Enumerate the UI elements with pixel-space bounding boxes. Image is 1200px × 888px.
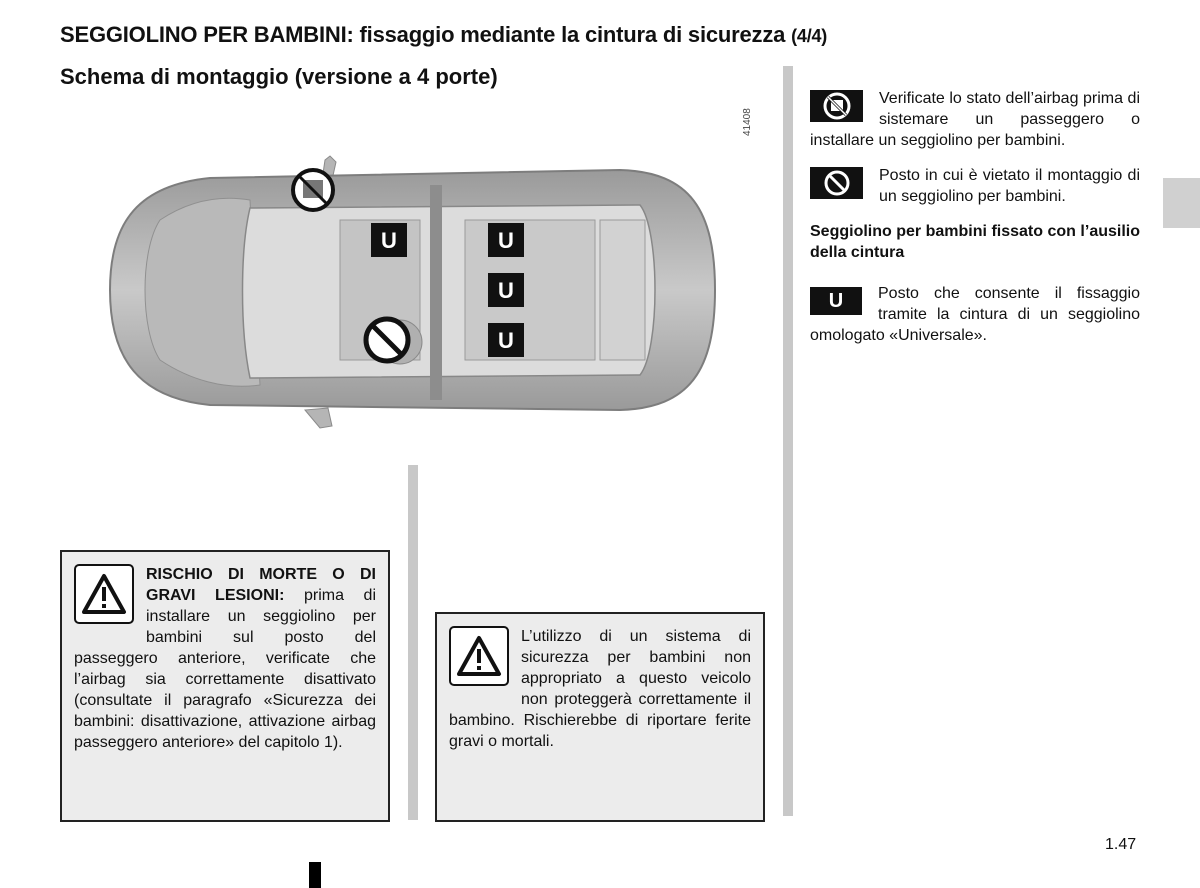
warning-restraint-text: L’utilizzo di un sistema di sicurezza pe… — [449, 628, 751, 750]
seat-symbol-prohibited — [363, 316, 411, 364]
right-column: Verificate lo stato dell’airbag prima di… — [810, 88, 1140, 346]
universal-note: U Posto che consente il fissaggio tramit… — [810, 283, 1140, 346]
warning-box-restraint: L’utilizzo di un sistema di sicurezza pe… — [435, 612, 765, 822]
seat-label-rear-right: U — [498, 328, 514, 353]
belt-heading: Seggiolino per bambini fissato con l’aus… — [810, 223, 1140, 261]
car-top-view-illustration: U U U U — [108, 155, 717, 429]
section-subtitle: Schema di montaggio (versione a 4 porte) — [60, 64, 498, 89]
airbag-note: Verificate lo stato dell’airbag prima di… — [810, 88, 1140, 151]
airbag-child-seat-icon — [810, 90, 863, 122]
seat-label-front-left: U — [381, 228, 397, 253]
prohibited-note-text: Posto in cui è vietato il montaggio di u… — [879, 167, 1140, 205]
chapter-tab — [1163, 178, 1200, 228]
title-part: (4/4) — [791, 26, 828, 46]
figure-code: 41408 — [742, 108, 753, 136]
seat-label-rear-left: U — [498, 228, 514, 253]
car-seating-diagram: U U U U — [100, 150, 730, 435]
warning-airbag-body: prima di installare un seggiolino per ba… — [74, 587, 376, 751]
column-divider-left — [408, 465, 418, 820]
seat-symbol-airbag — [291, 168, 335, 212]
warning-box-airbag: RISCHIO DI MORTE O DI GRAVI LESIONI: pri… — [60, 550, 390, 822]
warning-triangle-icon — [449, 626, 509, 686]
column-divider-right — [783, 66, 793, 816]
airbag-note-text: Verificate lo stato dell’airbag prima di… — [810, 90, 1140, 149]
universal-u-label: U — [810, 287, 862, 315]
universal-note-text: Posto che consente il fissaggio tramite … — [810, 285, 1140, 344]
print-mark — [309, 862, 321, 888]
page-number: 1.47 — [1105, 836, 1137, 853]
page-title: SEGGIOLINO PER BAMBINI: fissaggio median… — [60, 22, 827, 48]
title-text: SEGGIOLINO PER BAMBINI: fissaggio median… — [60, 22, 786, 47]
warning-triangle-icon — [74, 564, 134, 624]
prohibited-icon — [810, 167, 863, 199]
warning-airbag-text: RISCHIO DI MORTE O DI GRAVI LESIONI: pri… — [74, 564, 376, 753]
prohibited-note: Posto in cui è vietato il montaggio di u… — [810, 165, 1140, 207]
warning-airbag-bold: RISCHIO DI MORTE O DI GRAVI LESIONI: — [146, 566, 376, 604]
seat-label-rear-center: U — [498, 278, 514, 303]
